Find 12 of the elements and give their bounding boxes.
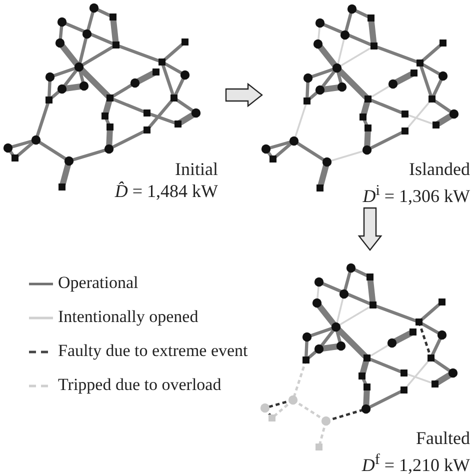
demand-formula: D$^{i}$ = 1,306 kW	[362, 182, 470, 207]
legend-label: Operational	[58, 273, 138, 293]
block-arrow	[358, 207, 382, 251]
legend-label: Faulty due to extreme event	[58, 341, 248, 361]
legend-label: Intentionally opened	[58, 307, 198, 327]
stage-label: Islanded	[409, 158, 470, 180]
stage-label: Faulted	[416, 427, 470, 449]
block-arrow	[225, 82, 263, 108]
stage-label: Initial	[175, 158, 218, 180]
legend-label: Tripped due to overload	[58, 375, 222, 395]
demand-formula: D̂ = 1,484 kW	[114, 180, 218, 202]
demand-formula: D$^{f}$ = 1,210 kW	[362, 451, 470, 474]
